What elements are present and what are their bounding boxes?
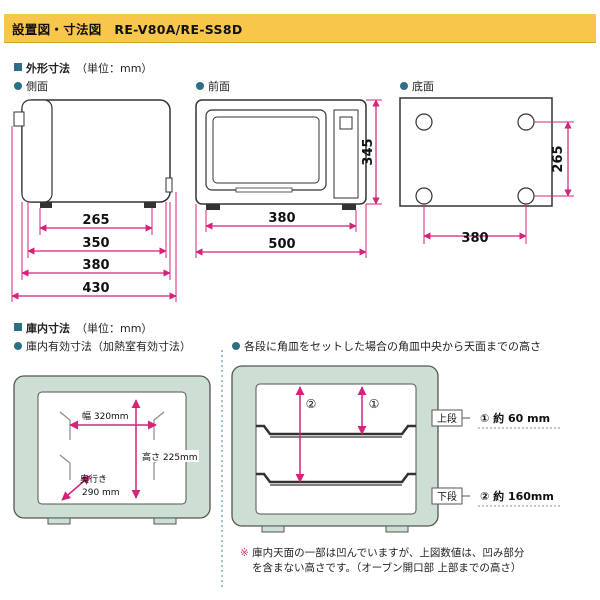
side-back-foot — [165, 177, 173, 193]
inner-heading: 庫内寸法 （単位：mm） — [14, 320, 152, 336]
side-view: 265 350 380 430 — [11, 99, 177, 302]
side-dim-380: 380 — [82, 258, 109, 273]
footnote-line2: を含まない高さです。（オーブン開口部 上部までの高さ） — [240, 561, 590, 576]
tray-height-view: ② ① 上段 下段 ① 約 60 mm ② 約 160mm — [231, 365, 560, 533]
outer-unit: （単位：mm） — [76, 62, 153, 75]
footnote-line1-text: 庫内天面の一部は凹んでいますが、上図数値は、凹み部分 — [252, 547, 525, 559]
side-dim-430: 430 — [82, 281, 109, 296]
effective-label-text: 庫内有効寸法（加熱室有効寸法） — [26, 340, 191, 353]
marker-1: ① — [369, 397, 380, 411]
side-dim-265: 265 — [82, 213, 109, 228]
title-bar: 設置図・寸法図 RE-V80A/RE-SS8D — [4, 14, 596, 43]
side-foot-right — [144, 202, 156, 208]
outer-heading-text: 外形寸法 — [26, 62, 70, 75]
side-handle — [13, 111, 25, 127]
lower-value: ② 約 160mm — [480, 489, 554, 503]
tray-cavity-inner — [255, 383, 417, 515]
bottom-dim-380: 380 — [461, 231, 488, 246]
front-dim-500: 500 — [268, 237, 295, 252]
bottom-foot-tr — [517, 113, 535, 131]
front-dim-345: 345 — [361, 138, 376, 165]
bottom-label-text: 底面 — [412, 80, 434, 93]
dot-bullet-icon — [232, 342, 240, 350]
front-handle — [235, 187, 293, 193]
bottom-foot-bl — [415, 187, 433, 205]
tray-label: 各段に角皿をセットした場合の角皿中央から天面までの高さ — [232, 338, 541, 354]
front-foot-right — [342, 204, 356, 210]
side-dim-350: 350 — [82, 236, 109, 251]
outer-heading: 外形寸法 （単位：mm） — [14, 60, 152, 76]
depth-value: 290 mm — [82, 488, 120, 498]
width-text: 幅 320mm — [82, 410, 129, 422]
side-front-panel — [21, 99, 53, 203]
dot-bullet-icon — [14, 342, 22, 350]
depth-text: 奥行き — [80, 473, 107, 485]
inner-unit: （単位：mm） — [76, 322, 153, 335]
side-label-text: 側面 — [26, 80, 48, 93]
dot-bullet-icon — [400, 82, 408, 90]
bottom-view: 380 265 — [399, 97, 574, 246]
dot-bullet-icon — [196, 82, 204, 90]
inner-effective-view: 幅 320mm 高さ 225mm 奥行き 290 mm — [13, 375, 211, 525]
footnote: ※ 庫内天面の一部は凹んでいますが、上図数値は、凹み部分 を含まない高さです。（… — [240, 546, 590, 576]
upper-label: 上段 — [437, 412, 457, 425]
upper-tray — [256, 424, 416, 436]
side-label: 側面 — [14, 78, 48, 94]
square-bullet-icon — [14, 323, 22, 331]
bottom-foot-br — [517, 187, 535, 205]
footnote-mark: ※ — [240, 547, 249, 559]
front-dim-380: 380 — [268, 211, 295, 226]
bottom-dim-265: 265 — [551, 145, 566, 172]
square-bullet-icon — [14, 63, 22, 71]
footnote-line2-text: を含まない高さです。（オーブン開口部 上部までの高さ） — [252, 562, 522, 574]
effective-label: 庫内有効寸法（加熱室有効寸法） — [14, 338, 191, 354]
lower-label: 下段 — [437, 490, 457, 503]
bottom-foot-tl — [415, 113, 433, 131]
dot-bullet-icon — [14, 82, 22, 90]
footnote-line1: ※ 庫内天面の一部は凹んでいますが、上図数値は、凹み部分 — [240, 546, 590, 561]
inner-heading-text: 庫内寸法 — [26, 322, 70, 335]
tray-label-text: 各段に角皿をセットした場合の角皿中央から天面までの高さ — [244, 340, 541, 353]
height-text: 高さ 225mm — [142, 451, 198, 463]
bottom-label: 底面 — [400, 78, 434, 94]
lower-tray — [256, 472, 416, 484]
front-window — [212, 116, 320, 184]
front-label: 前面 — [196, 78, 230, 94]
page-title: 設置図・寸法図 RE-V80A/RE-SS8D — [12, 21, 243, 37]
front-display — [339, 116, 353, 130]
front-label-text: 前面 — [208, 80, 230, 93]
marker-2: ② — [306, 397, 317, 411]
front-foot-left — [206, 204, 220, 210]
front-view: 380 500 345 — [195, 99, 382, 258]
upper-value: ① 約 60 mm — [480, 411, 550, 425]
side-foot-left — [40, 202, 52, 208]
